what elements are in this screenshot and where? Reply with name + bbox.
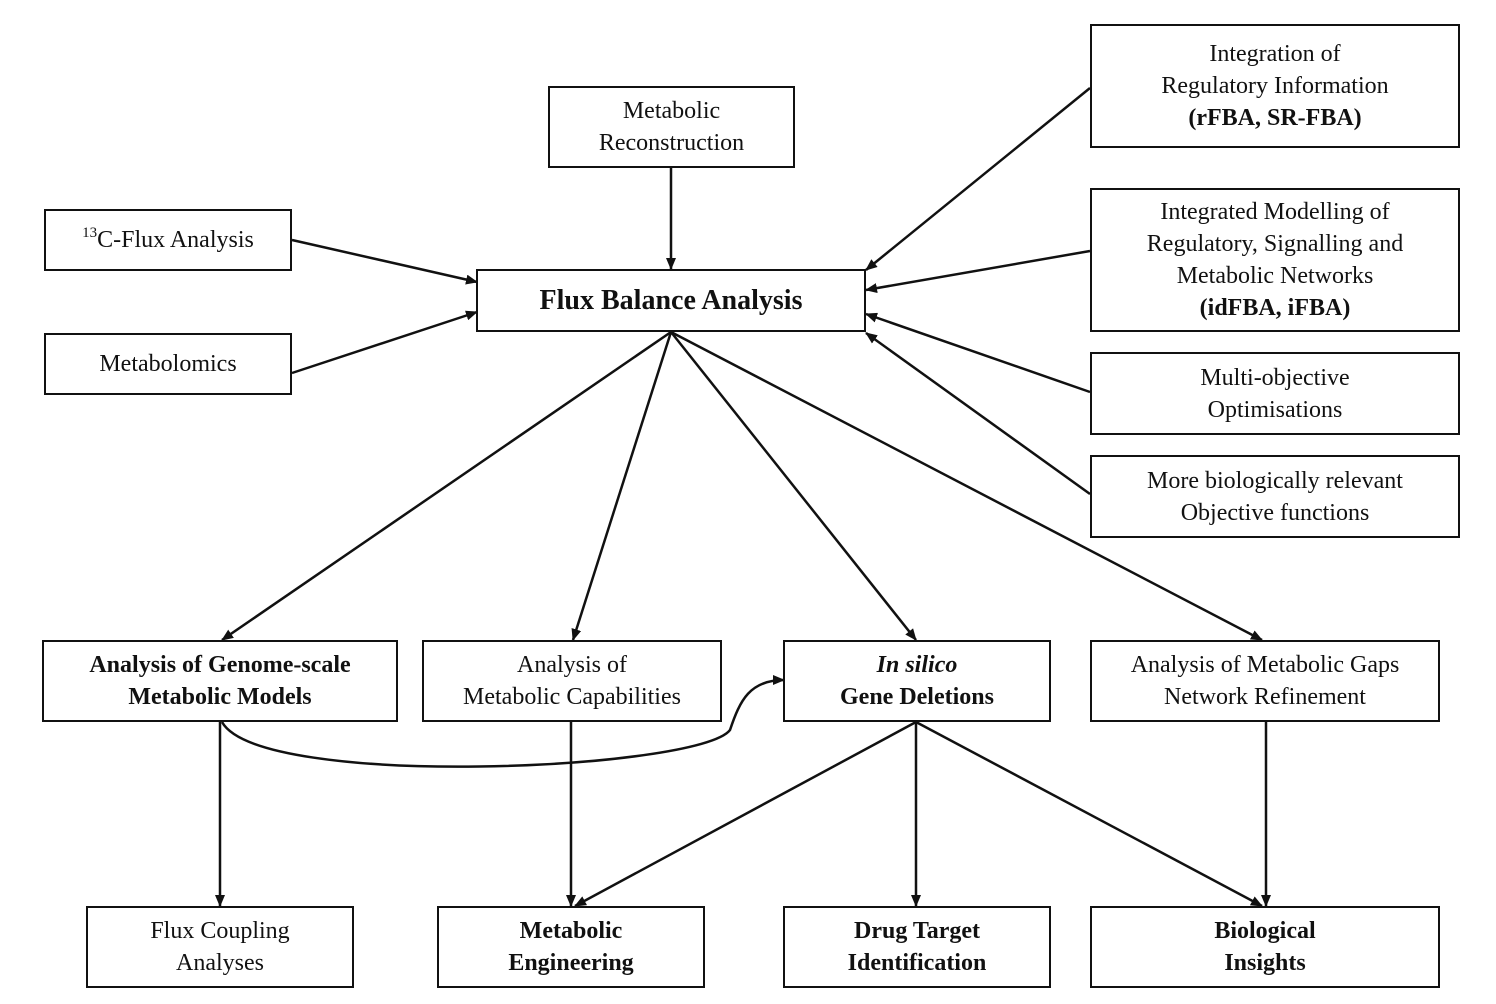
edge-multiobjective-to-fba — [865, 312, 1091, 394]
node-line: Insights — [1224, 950, 1306, 976]
edge-integrated-to-fba — [865, 249, 1091, 294]
node-line: (idFBA, iFBA) — [1199, 295, 1351, 321]
edge-genome-scale-to-gene-deletions — [220, 675, 785, 768]
node-metabolic-reconstruction: Metabolic Reconstruction — [548, 86, 795, 168]
edge-fba-to-metabolic-gaps — [670, 330, 1263, 642]
node-regulatory-information: Integration of Regulatory Information (r… — [1090, 24, 1460, 148]
node-line: Flux Coupling — [150, 918, 290, 944]
edge-gene-deletions-to-engineering — [574, 720, 917, 908]
node-drug-target: Drug Target Identification — [783, 906, 1051, 988]
node-line: Network Refinement — [1164, 684, 1366, 710]
node-text: C-Flux Analysis — [97, 227, 254, 253]
node-biological-insights: Biological Insights — [1090, 906, 1440, 988]
node-flux-balance-analysis: Flux Balance Analysis — [476, 269, 866, 332]
edge-c13-to-fba — [291, 238, 478, 285]
node-flux-coupling: Flux Coupling Analyses — [86, 906, 354, 988]
node-metabolomics: Metabolomics — [44, 333, 292, 395]
node-line: Reconstruction — [598, 130, 745, 156]
node-line: Integration of — [1209, 41, 1341, 67]
node-objective-functions: More biologically relevant Objective fun… — [1090, 455, 1460, 538]
node-line: More biologically relevant — [1147, 467, 1403, 494]
node-genome-scale-models: Analysis of Genome-scale Metabolic Model… — [42, 640, 398, 722]
node-line: Multi-objective — [1200, 364, 1350, 391]
node-line: Objective functions — [1180, 499, 1370, 526]
isotope-superscript: 13 — [82, 225, 98, 241]
node-line: (rFBA, SR-FBA) — [1188, 105, 1362, 131]
node-line: In silico — [876, 652, 958, 678]
edge-fba-to-gene-deletions — [670, 331, 917, 641]
node-metabolic-capabilities: Analysis of Metabolic Capabilities — [422, 640, 722, 722]
node-line: Drug Target — [854, 918, 980, 944]
node-line: Biological — [1214, 918, 1316, 944]
edge-fba-to-capabilities — [571, 331, 673, 641]
node-line: Gene Deletions — [840, 684, 994, 710]
node-line: Metabolic — [622, 98, 721, 124]
edge-fba-to-genome-scale — [221, 330, 672, 642]
node-line: Regulatory Information — [1161, 73, 1389, 99]
node-line: Analyses — [176, 950, 264, 976]
node-line: Metabolomics — [99, 351, 237, 377]
node-line: Analysis of Genome-scale — [89, 652, 351, 678]
edge-objective-functions-to-fba — [865, 331, 1091, 496]
node-line: Engineering — [508, 950, 634, 976]
edge-metabolomics-to-fba — [291, 310, 478, 375]
node-line: 13C-Flux Analysis — [82, 224, 254, 256]
node-metabolic-gaps: Analysis of Metabolic Gaps Network Refin… — [1090, 640, 1440, 722]
node-metabolic-engineering: Metabolic Engineering — [437, 906, 705, 988]
node-line: Identification — [847, 950, 987, 976]
node-c13-flux-analysis: 13C-Flux Analysis — [44, 209, 292, 271]
node-line: Metabolic Networks — [1176, 263, 1374, 289]
node-gene-deletions: In silico Gene Deletions — [783, 640, 1051, 722]
node-line: Metabolic Models — [128, 684, 312, 710]
node-line: Metabolic — [519, 918, 623, 944]
node-line: Integrated Modelling of — [1160, 199, 1390, 225]
node-title: Flux Balance Analysis — [539, 284, 803, 316]
node-multi-objective: Multi-objective Optimisations — [1090, 352, 1460, 435]
node-integrated-modelling: Integrated Modelling of Regulatory, Sign… — [1090, 188, 1460, 332]
edge-gene-deletions-to-insights — [915, 720, 1263, 908]
node-line: Analysis of Metabolic Gaps — [1130, 652, 1400, 678]
node-line: Metabolic Capabilities — [463, 684, 681, 710]
edge-regulatory-to-fba — [865, 87, 1091, 271]
node-line: Optimisations — [1207, 396, 1343, 423]
node-line: Analysis of — [517, 652, 627, 678]
node-line: Regulatory, Signalling and — [1146, 231, 1404, 257]
